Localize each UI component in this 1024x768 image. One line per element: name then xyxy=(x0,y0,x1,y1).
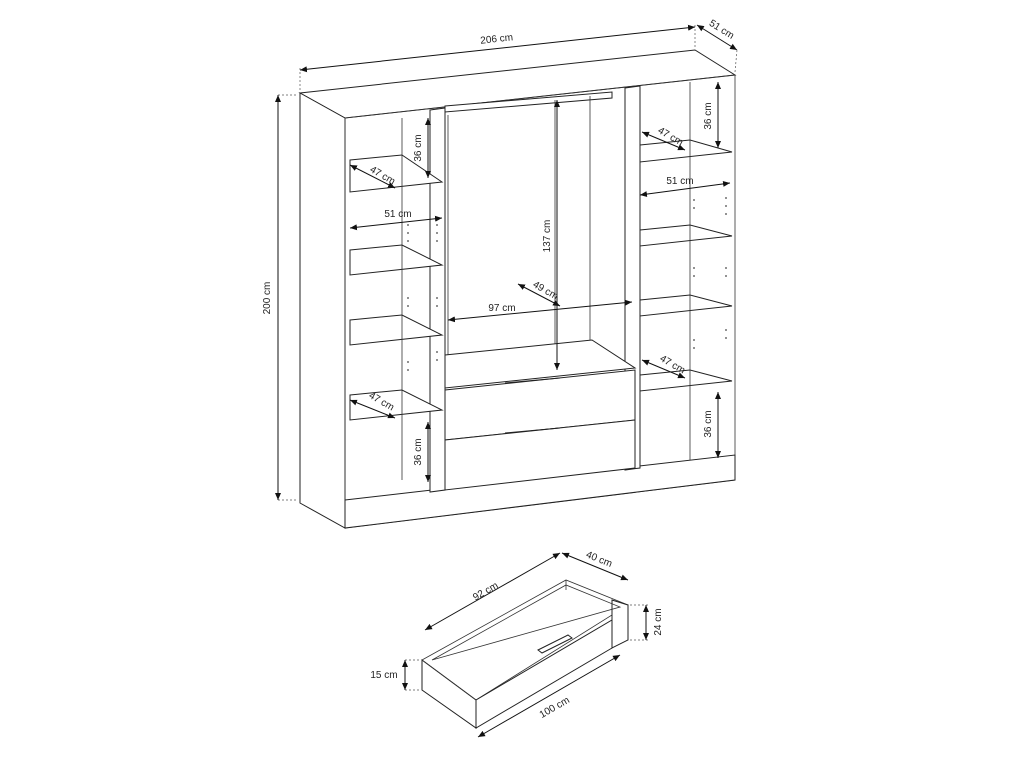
svg-text:92 cm: 92 cm xyxy=(471,580,500,603)
drawer-side-height: 15 cm xyxy=(370,659,420,691)
svg-text:40 cm: 40 cm xyxy=(584,549,613,569)
overall-width-dimension: 206 cm xyxy=(299,24,696,90)
left-top-gap-height: 36 cm xyxy=(413,118,431,178)
svg-text:36 cm: 36 cm xyxy=(703,102,714,129)
svg-text:36 cm: 36 cm xyxy=(413,438,424,465)
left-inner-width: 51 cm xyxy=(349,209,443,231)
svg-text:15 cm: 15 cm xyxy=(370,670,397,681)
svg-text:49 cm: 49 cm xyxy=(531,279,560,302)
right-top-gap-height: 36 cm xyxy=(703,82,721,148)
right-bottom-gap-height: 36 cm xyxy=(703,392,721,458)
drawer-depth: 40 cm xyxy=(561,549,629,581)
svg-text:24 cm: 24 cm xyxy=(653,608,664,635)
svg-text:137 cm: 137 cm xyxy=(542,220,553,253)
drawer-front-height: 24 cm xyxy=(630,604,664,641)
lower-drawer-front xyxy=(444,419,636,491)
center-hanging-height: 137 cm xyxy=(542,100,560,370)
drawer-inner-length: 92 cm xyxy=(424,552,561,631)
svg-text:36 cm: 36 cm xyxy=(703,410,714,437)
center-width: 97 cm xyxy=(447,299,633,323)
left-bottom-gap-height: 36 cm xyxy=(413,422,431,482)
svg-text:36 cm: 36 cm xyxy=(413,134,424,161)
wardrobe-body xyxy=(298,49,737,529)
svg-text:51 cm: 51 cm xyxy=(384,209,411,220)
svg-text:97 cm: 97 cm xyxy=(488,303,515,314)
svg-text:100 cm: 100 cm xyxy=(538,695,572,721)
height-label: 200 cm xyxy=(262,282,273,315)
overall-height-dimension: 200 cm xyxy=(262,94,298,501)
svg-text:51 cm: 51 cm xyxy=(666,176,693,187)
depth-label: 51 cm xyxy=(707,18,736,42)
right-inner-width: 51 cm xyxy=(639,176,731,198)
width-label: 206 cm xyxy=(480,32,514,46)
drawer-body xyxy=(421,579,629,729)
center-depth: 49 cm xyxy=(517,279,561,307)
